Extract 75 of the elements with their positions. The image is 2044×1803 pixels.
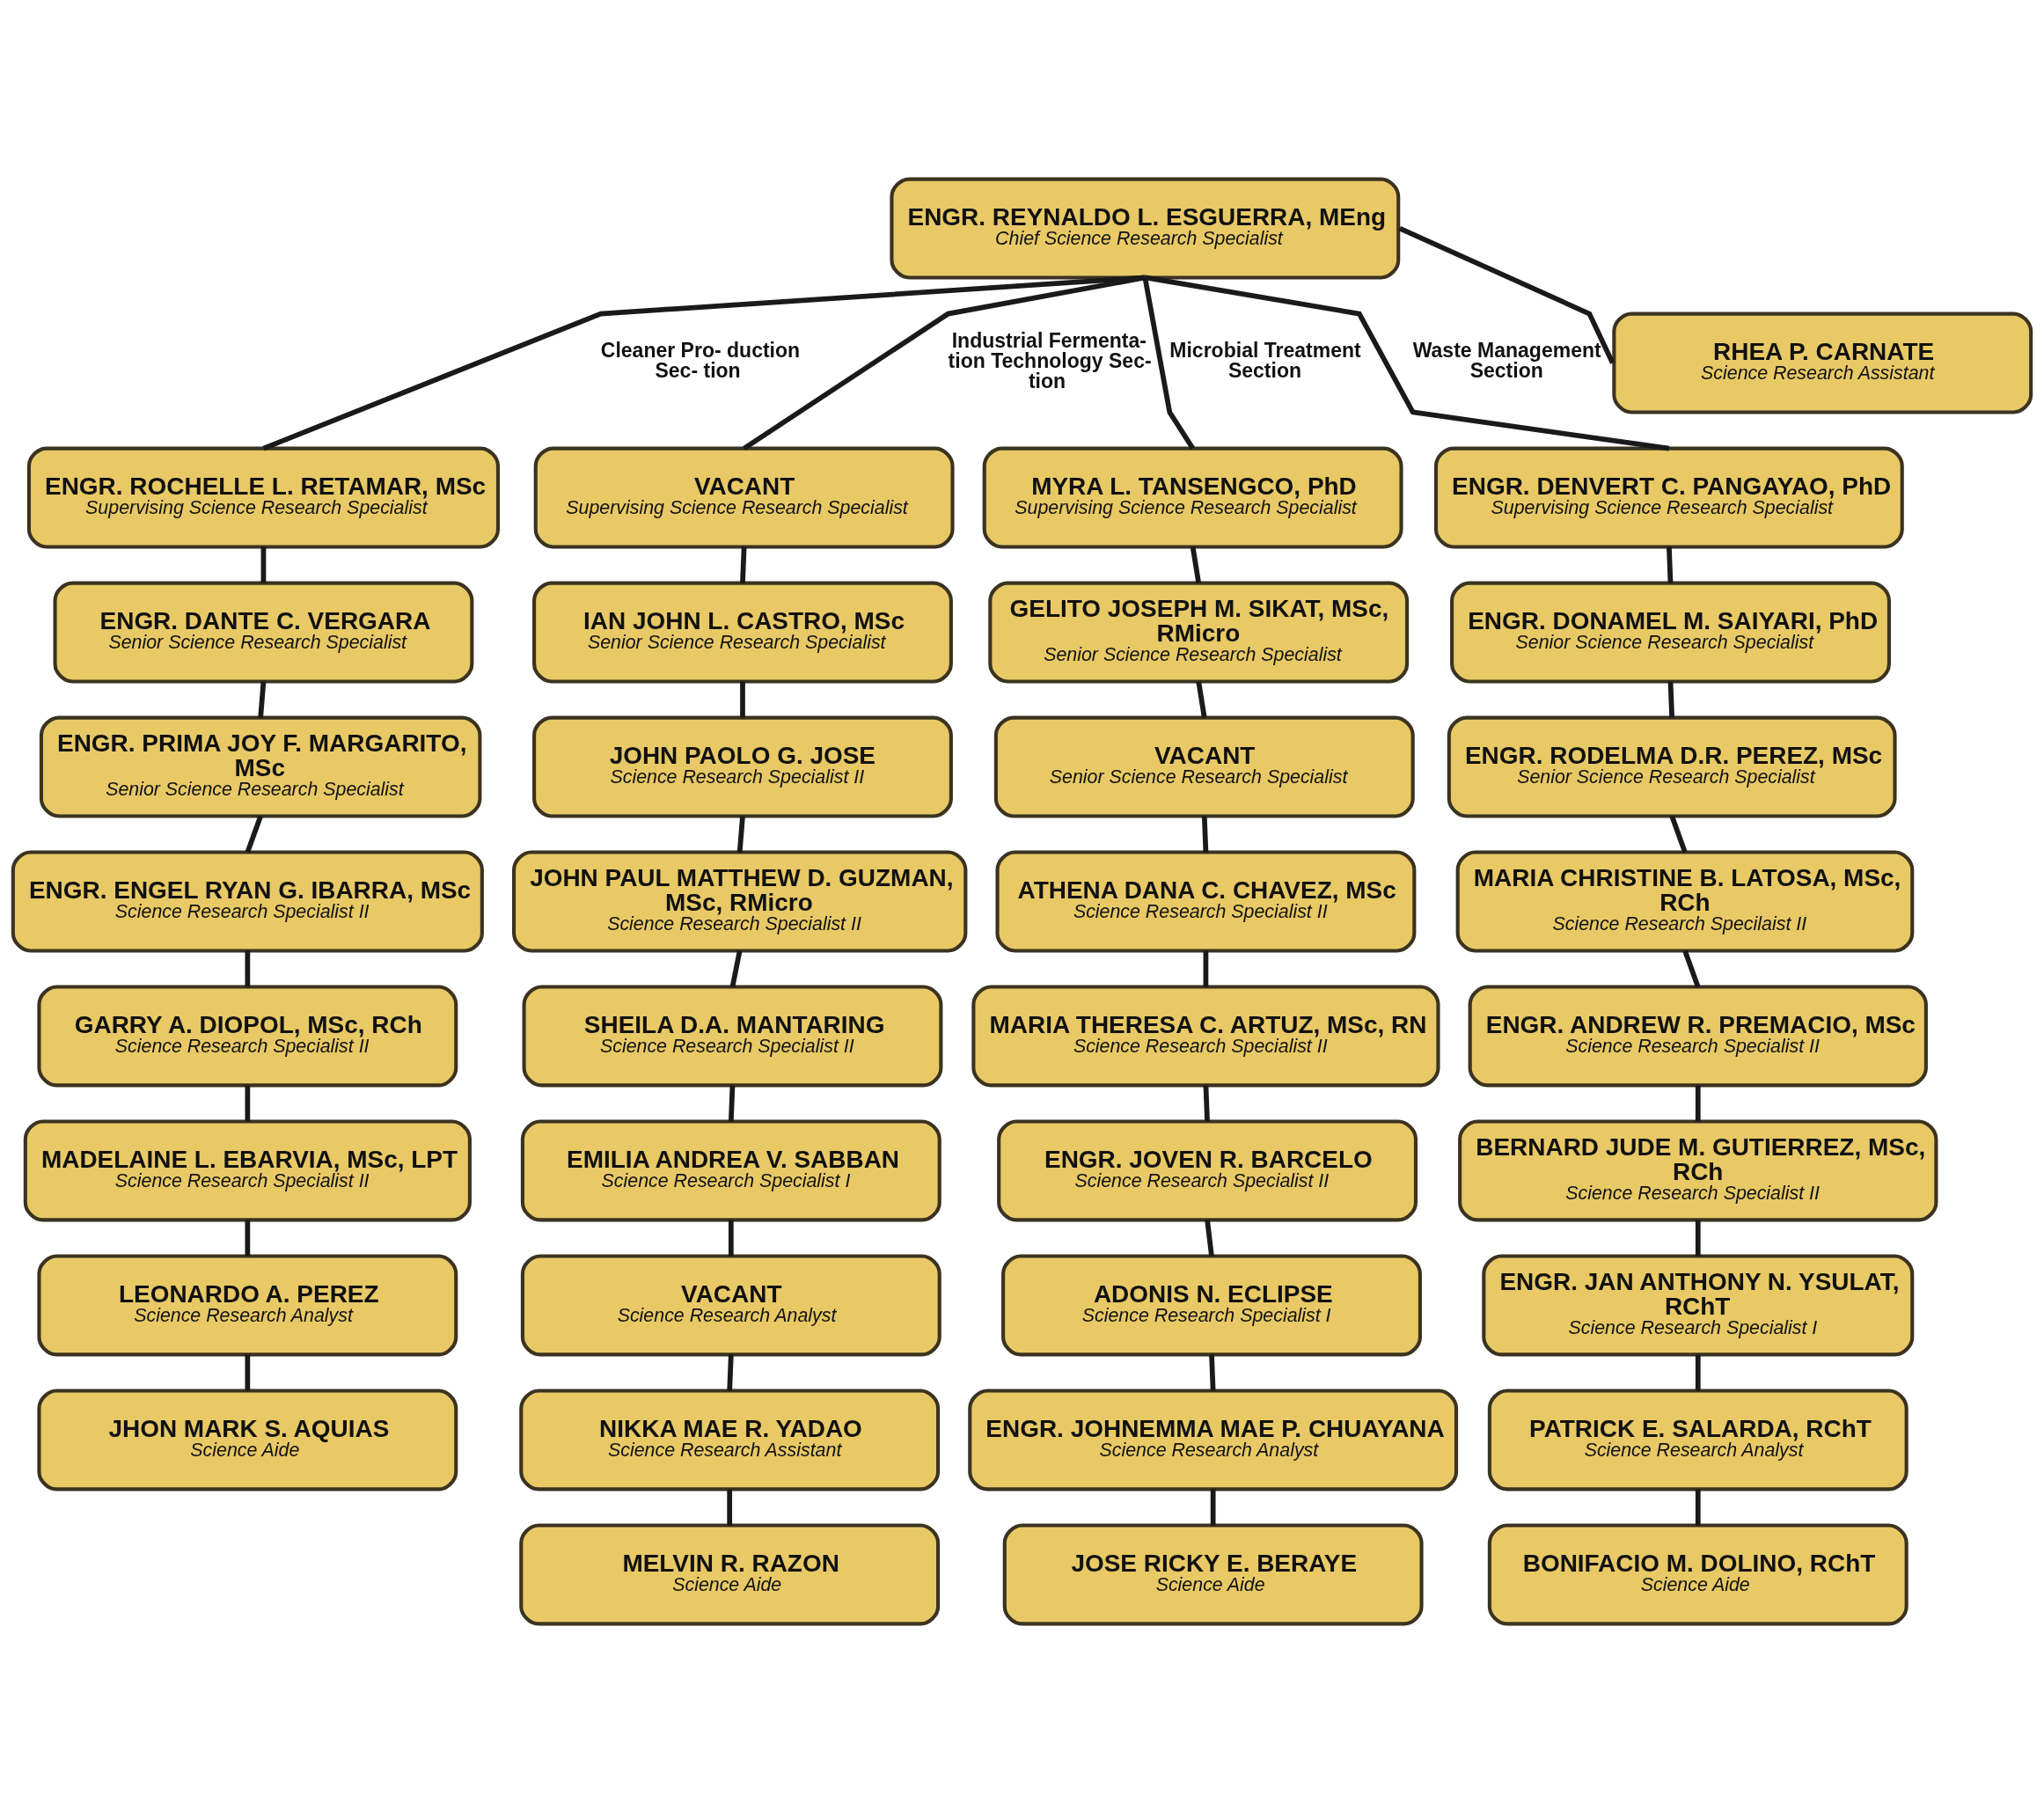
node-box: ENGR. DENVERT C. PANGAYAO, PhD Supervising Science Research Specialist xyxy=(1433,446,1904,549)
node-box: VACANT Science Research Analyst xyxy=(520,1254,941,1357)
node-box: ENGR. JAN ANTHONY N. YSULAT, RChT Science Research Specialist I xyxy=(1482,1254,1915,1357)
node-box: JOHN PAOLO G. JOSE Science Research Specialist II xyxy=(532,715,953,818)
node-box: ATHENA DANA C. CHAVEZ, MSc Science Research Specialist II xyxy=(995,850,1417,953)
edge-label: Cleaner Pro- duction Sec- tion xyxy=(600,339,801,383)
connector xyxy=(245,950,251,987)
node-box: PATRICK E. SALARDA, RChT Science Research Analyst xyxy=(1487,1389,1908,1492)
node-box: MARIA THERESA C. ARTUZ, MSc, RN Science Research Specialist II xyxy=(971,985,1440,1088)
connector xyxy=(740,681,745,718)
node-box: ENGR. ENGEL RYAN G. IBARRA, MSc Science Research Specialist II xyxy=(11,850,484,953)
connector xyxy=(728,1220,734,1257)
connector xyxy=(1210,1489,1216,1526)
node-box: RHEA P. CARNATE Science Research Assistant xyxy=(1612,311,2033,414)
node-box: MARIA CHRISTINE B. LATOSA, MSc, RCh Science Research Specilaist II xyxy=(1455,850,1915,953)
node-box: ENGR. PRIMA JOY F. MARGARITO, MSc Senior Science Research Specialist xyxy=(39,715,482,818)
connector xyxy=(1203,950,1209,987)
connector xyxy=(1669,815,1688,854)
node-box: ENGR. RODELMA D.R. PEREZ, MSc Senior Science Research Specialist xyxy=(1447,715,1897,818)
node-box: IAN JOHN L. CASTRO, MSc Senior Science Research Specialist xyxy=(532,581,953,684)
node-box: ENGR. ANDREW R. PREMACIO, MSc Science Research Specialist II xyxy=(1468,985,1928,1088)
connector xyxy=(728,1085,736,1122)
connector xyxy=(736,816,745,853)
node-box: JHON MARK S. AQUIAS Science Aide xyxy=(37,1389,458,1492)
node-box: ENGR. JOHNEMMA MAE P. CHUAYANA Science Research Analyst xyxy=(968,1389,1459,1492)
connector xyxy=(245,1354,251,1391)
connector xyxy=(743,275,1146,451)
connector xyxy=(740,546,747,583)
node-box: ENGR. DANTE C. VERGARA Senior Science Research Specialist xyxy=(53,581,474,684)
connector xyxy=(1201,816,1209,853)
edge-label: Waste Management Section xyxy=(1412,339,1601,383)
connector xyxy=(1196,681,1207,719)
node-box: ENGR. DONAMEL M. SAIYARI, PhD Senior Science Research Specialist xyxy=(1450,581,1891,684)
node-box: ADONIS N. ECLIPSE Science Research Specialist I xyxy=(1001,1254,1422,1357)
node-box: MADELAINE L. EBARVIA, MSc, LPT Science Research Specialist II xyxy=(23,1119,472,1222)
connector xyxy=(727,1489,733,1526)
node-box: GARRY A. DIOPOL, MSc, RCh Science Research Specialist II xyxy=(37,985,458,1088)
connector xyxy=(260,546,267,583)
node-box: ENGR. REYNALDO L. ESGUERRA, MEng Chief Science Research Specialist xyxy=(890,177,1401,280)
node-box: ENGR. ROCHELLE L. RETAMAR, MSc Supervising Science Research Specialist xyxy=(26,446,500,549)
edge-label: Microbial Treatment Section xyxy=(1169,339,1361,383)
edge-label: Industrial Fermenta- tion Technology Sec- tion xyxy=(948,328,1152,392)
node-box: NIKKA MAE R. YADAO Science Research Assistant xyxy=(519,1389,941,1492)
node-box: EMILIA ANDREA V. SABBAN Science Research Specialist I xyxy=(520,1119,941,1222)
connector xyxy=(1695,1220,1701,1257)
connector xyxy=(245,1220,251,1257)
node-box: LEONARDO A. PEREZ Science Research Analyst xyxy=(37,1254,458,1357)
connector xyxy=(1398,225,1615,364)
node-box: JOHN PAUL MATTHEW D. GUZMAN, MSc, RMicro Science Research Specialist II xyxy=(512,850,968,953)
node-box: VACANT Supervising Science Research Specialist xyxy=(533,446,955,549)
node-box: JOSE RICKY E. BERAYE Science Aide xyxy=(1002,1523,1424,1626)
connector xyxy=(729,949,743,988)
connector xyxy=(1682,949,1701,988)
node-box: VACANT Senior Science Research Specialist xyxy=(993,715,1415,818)
node-box: ENGR. JOVEN R. BARCELO Science Research Specialist II xyxy=(997,1119,1418,1222)
connector xyxy=(1205,1220,1214,1257)
connector xyxy=(245,1085,251,1122)
connector xyxy=(1190,546,1202,584)
connector xyxy=(245,815,263,854)
connector xyxy=(1203,1085,1210,1122)
node-box: MYRA L. TANSENGCO, PhD Supervising Science Research Specialist xyxy=(982,446,1403,549)
connector xyxy=(1695,1354,1701,1391)
connector xyxy=(258,681,267,718)
node-box: BERNARD JUDE M. GUTIERREZ, MSc, RCh Science Research Specialist II xyxy=(1458,1119,1938,1222)
node-box: GELITO JOSEPH M. SIKAT, MSc, RMicro Senior Science Research Specialist xyxy=(988,581,1410,684)
connector xyxy=(1209,1354,1216,1391)
node-box: MELVIN R. RAZON Science Aide xyxy=(519,1523,941,1626)
connector xyxy=(1695,1489,1701,1526)
node-box: SHEILA D.A. MANTARING Science Research Specialist II xyxy=(522,985,943,1088)
connector xyxy=(1667,546,1674,583)
connector xyxy=(1667,681,1675,718)
connector xyxy=(1695,1085,1701,1122)
connector xyxy=(727,1354,734,1391)
connector xyxy=(262,275,1146,451)
node-box: BONIFACIO M. DOLINO, RChT Science Aide xyxy=(1487,1523,1908,1626)
